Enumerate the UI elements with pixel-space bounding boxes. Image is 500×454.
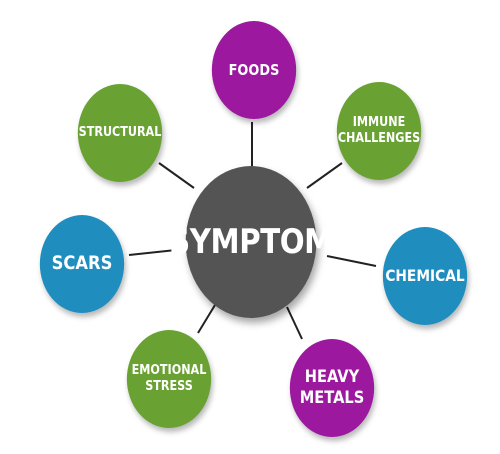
node-emotional-label: EMOTIONAL STRESS	[131, 362, 207, 394]
node-immune-label: IMMUNE CHALLENGES	[337, 114, 421, 146]
center-label: SYMPTOM	[169, 221, 333, 262]
connector-immune	[306, 162, 343, 189]
node-chemical-label: CHEMICAL	[385, 266, 465, 285]
connector-chemical	[326, 255, 377, 267]
connector-scars	[128, 249, 177, 256]
connector-structural	[158, 162, 195, 189]
node-structural-label: STRUCTURAL	[78, 124, 162, 140]
node-immune-challenges: IMMUNE CHALLENGES	[336, 82, 422, 180]
node-chemical: CHEMICAL	[382, 227, 468, 325]
connector-heavy	[286, 306, 303, 340]
node-scars: SCARS	[39, 215, 125, 313]
node-emotional-stress: EMOTIONAL STRESS	[126, 330, 212, 428]
node-foods-label: FOODS	[228, 60, 280, 79]
connector-emotional	[197, 304, 216, 334]
node-heavy-label: HEAVY METALS	[299, 366, 365, 408]
center-node-symptom: SYMPTOM	[169, 166, 333, 318]
node-heavy-metals: HEAVY METALS	[289, 339, 375, 437]
node-structural: STRUCTURAL	[77, 84, 163, 182]
node-foods: FOODS	[211, 21, 297, 119]
node-scars-label: SCARS	[51, 252, 113, 275]
